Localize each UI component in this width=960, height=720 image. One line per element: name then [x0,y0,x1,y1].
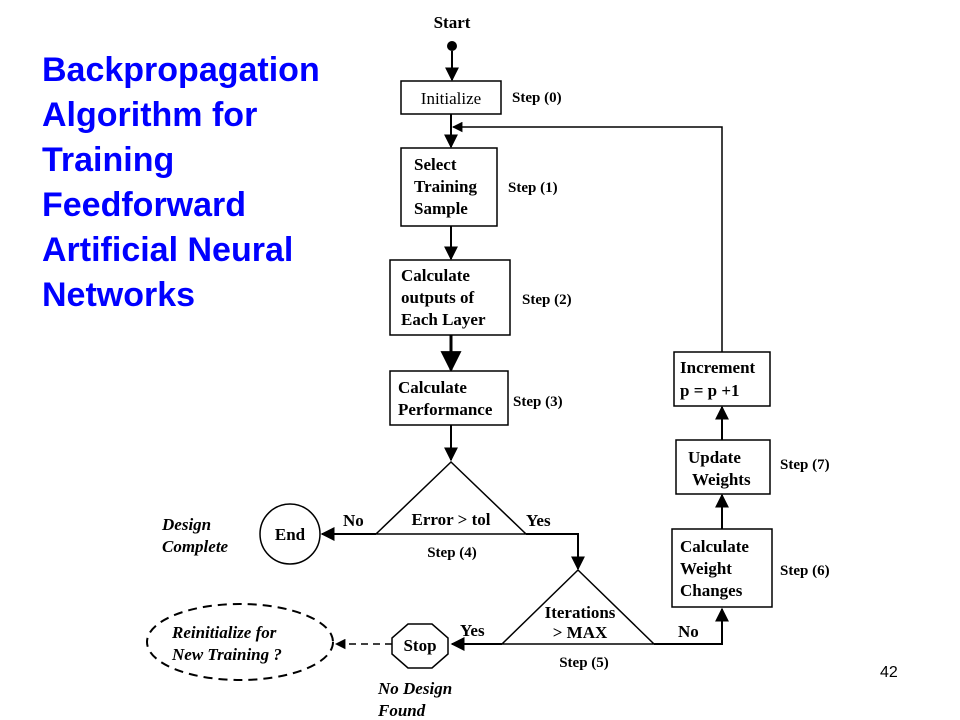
title-line: Feedforward [42,186,247,224]
end-label: End [275,525,306,544]
step-0-label: Step (0) [512,90,562,106]
step-7-label: Step (7) [780,457,830,473]
select-sample-box [400,147,498,227]
start-label: Start [434,13,471,32]
calc-weights-line: Weight [680,559,732,578]
calc-perf-line: Performance [398,400,493,419]
reinitialize-ellipse [146,603,334,681]
slide-title: Backpropagation Algorithm for Training F… [42,48,362,318]
increment-line: Increment [680,358,756,377]
increment-line: p = p +1 [680,381,740,400]
end-node [259,503,321,565]
calc-outputs-line: Each Layer [401,310,486,329]
initialize-label: Initialize [421,89,481,108]
arrow-iterations-weights [654,607,729,645]
no-design-line: No Design [377,679,452,698]
arrow-error-iterations [526,533,585,571]
step-3-label: Step (3) [513,394,563,410]
no-label: No [343,511,364,530]
update-line: Update [688,448,741,467]
iterations-line: Iterations [545,603,616,622]
calc-weights-line: Changes [680,581,743,600]
calc-outputs-line: outputs of [401,288,475,307]
calc-outputs-box [389,259,511,336]
stop-label: Stop [403,636,436,655]
start-node [447,41,457,51]
title-line: Artificial Neural [42,231,294,269]
select-line: Select [414,155,457,174]
calc-perf-line: Calculate [398,378,467,397]
increment-box [673,351,771,407]
no-label: No [678,622,699,641]
page-number: 42 [880,664,898,681]
select-line: Sample [414,199,468,218]
arrow-loop-back [451,121,723,352]
step-1-label: Step (1) [508,180,558,196]
reinit-line: Reinitialize for [171,623,277,642]
error-decision [374,460,528,535]
no-design-line: Found [377,701,426,720]
yes-label: Yes [526,511,551,530]
calc-weights-line: Calculate [680,537,749,556]
select-line: Training [414,177,477,196]
step-6-label: Step (6) [780,563,830,579]
title-line: Networks [42,276,196,314]
yes-label: Yes [460,621,485,640]
reinit-line: New Training ? [171,645,282,664]
step-4-label: Step (4) [427,545,477,561]
calc-performance-box [389,370,509,426]
title-line: Training [42,141,175,179]
update-line: Weights [692,470,751,489]
title-line: Algorithm for [42,96,258,134]
error-decision-label: Error > tol [412,510,491,529]
iterations-line: > MAX [553,623,608,642]
step-2-label: Step (2) [522,292,572,308]
iterations-decision [500,568,656,645]
step-5-label: Step (5) [559,655,609,671]
design-complete-line: Complete [162,537,229,556]
title-line: Backpropagation [42,51,320,89]
design-complete-line: Design [161,515,211,534]
calc-outputs-line: Calculate [401,266,470,285]
calc-weight-changes-box [671,528,773,608]
